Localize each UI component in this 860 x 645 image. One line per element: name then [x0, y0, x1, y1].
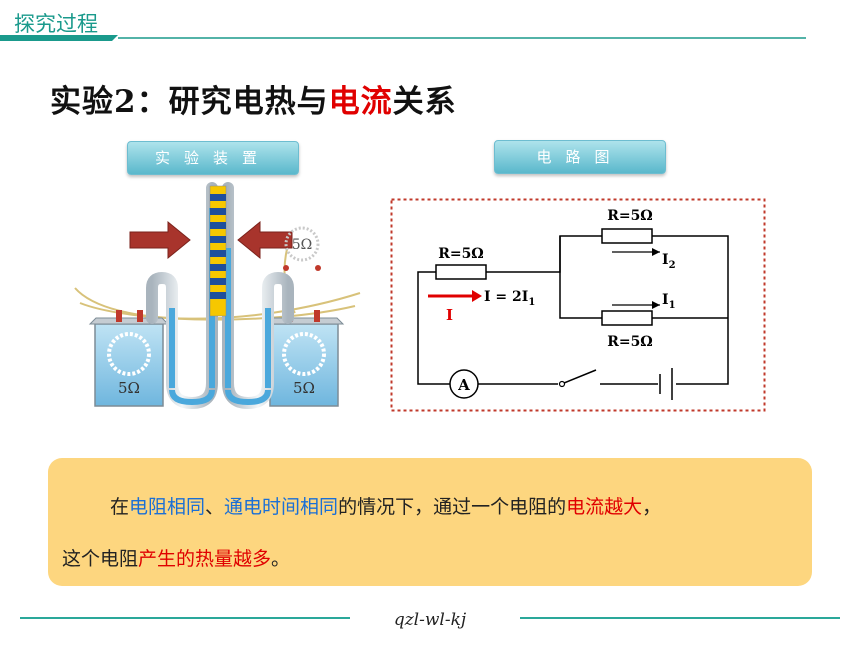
resistor-top-label: R=5Ω: [607, 208, 653, 224]
resistor-bottom: [601, 310, 653, 326]
i1-label: I1: [662, 292, 676, 311]
footer-text: qzl-wl-kj: [393, 610, 467, 630]
footer-line-right: [520, 617, 840, 619]
switch: [558, 369, 597, 388]
resistor-main: [435, 264, 487, 280]
battery: [659, 368, 673, 400]
circuit-diagram: R=5Ω R=5Ω R=5Ω I2 I1 I I = 2I1 A: [390, 198, 766, 412]
header-underline: [0, 35, 806, 41]
ammeter-label: A: [457, 376, 470, 394]
i-main-label: I: [446, 306, 453, 324]
circuit-label: 电路图: [494, 140, 666, 174]
resistor-main-label: R=5Ω: [438, 246, 484, 262]
slide-title: 实验2：研究电热与电流关系: [50, 84, 457, 120]
left-container: 5Ω: [88, 310, 170, 407]
summary-line-1: 在电阻相同、通电时间相同的情况下，通过一个电阻的电流越大，: [110, 496, 662, 518]
right-container: 5Ω: [263, 310, 345, 407]
section-title: 探究过程: [14, 12, 98, 36]
right-resistor-label: 5Ω: [293, 379, 315, 397]
right-arrow-icon: [129, 220, 191, 260]
summary-line-2: 这个电阻产生的热量越多。: [62, 548, 291, 570]
summary-box: 在电阻相同、通电时间相同的情况下，通过一个电阻的电流越大， 这个电阻产生的热量越…: [48, 458, 812, 586]
resistor-bottom-label: R=5Ω: [607, 334, 653, 350]
ammeter: [449, 369, 479, 399]
left-resistor-label: 5Ω: [118, 379, 140, 397]
left-arrow-icon: [237, 220, 293, 260]
scale-ruler: [209, 185, 227, 317]
resistor-top: [601, 228, 653, 244]
external-resistor-label: 5Ω: [292, 237, 313, 253]
footer-line-left: [20, 617, 350, 619]
apparatus-label: 实验装置: [127, 141, 299, 175]
apparatus-illustration: 5Ω 5Ω 5Ω: [74, 182, 361, 410]
i2-label: I2: [662, 252, 676, 271]
i-equation: I = 2I1: [484, 289, 535, 308]
